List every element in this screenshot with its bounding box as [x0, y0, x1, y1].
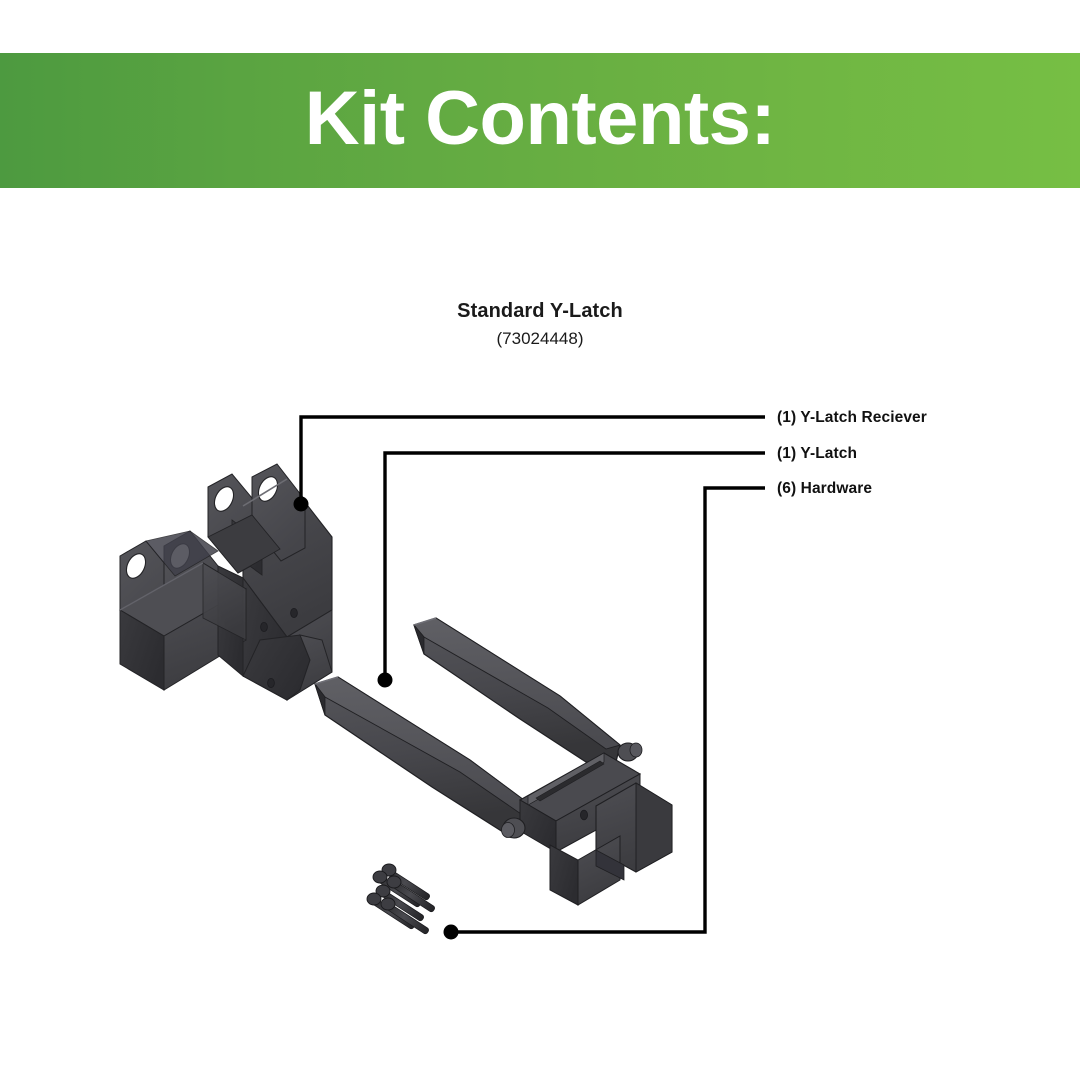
callout-leader-dots [293, 496, 459, 940]
callout-leader-lines [299, 415, 765, 934]
leader-dot-y-latch [377, 672, 393, 688]
part-y-latch [314, 617, 673, 906]
product-name: Standard Y-Latch [457, 300, 623, 322]
leader-line-reciever [299, 415, 765, 500]
leader-line-hardware [452, 486, 765, 934]
part-hardware-bolts [366, 863, 435, 935]
part-y-latch-reciever [119, 463, 333, 701]
page-title: Kit Contents: [304, 75, 776, 161]
callout-label-y-latch: (1) Y-Latch [777, 445, 858, 462]
callout-label-hardware: (6) Hardware [777, 480, 873, 497]
bolt [386, 875, 435, 913]
product-caption: Standard Y-Latch (73024448) [0, 300, 1080, 349]
leader-line-y-latch [383, 451, 765, 678]
y-latch-keeper-plates [549, 835, 625, 906]
bolt [375, 884, 424, 922]
product-sku: (73024448) [496, 329, 584, 348]
bolt [380, 897, 429, 935]
reciever-front-bracket [119, 530, 247, 691]
callout-label-y-latch-reciever: (1) Y-Latch Reciever [777, 409, 927, 426]
leader-dot-reciever [293, 496, 309, 512]
header-banner: Kit Contents: [0, 53, 1080, 188]
leader-dot-hardware [443, 924, 459, 940]
y-latch-pivot-pins [501, 742, 643, 839]
y-latch-rear-arm [413, 617, 621, 763]
